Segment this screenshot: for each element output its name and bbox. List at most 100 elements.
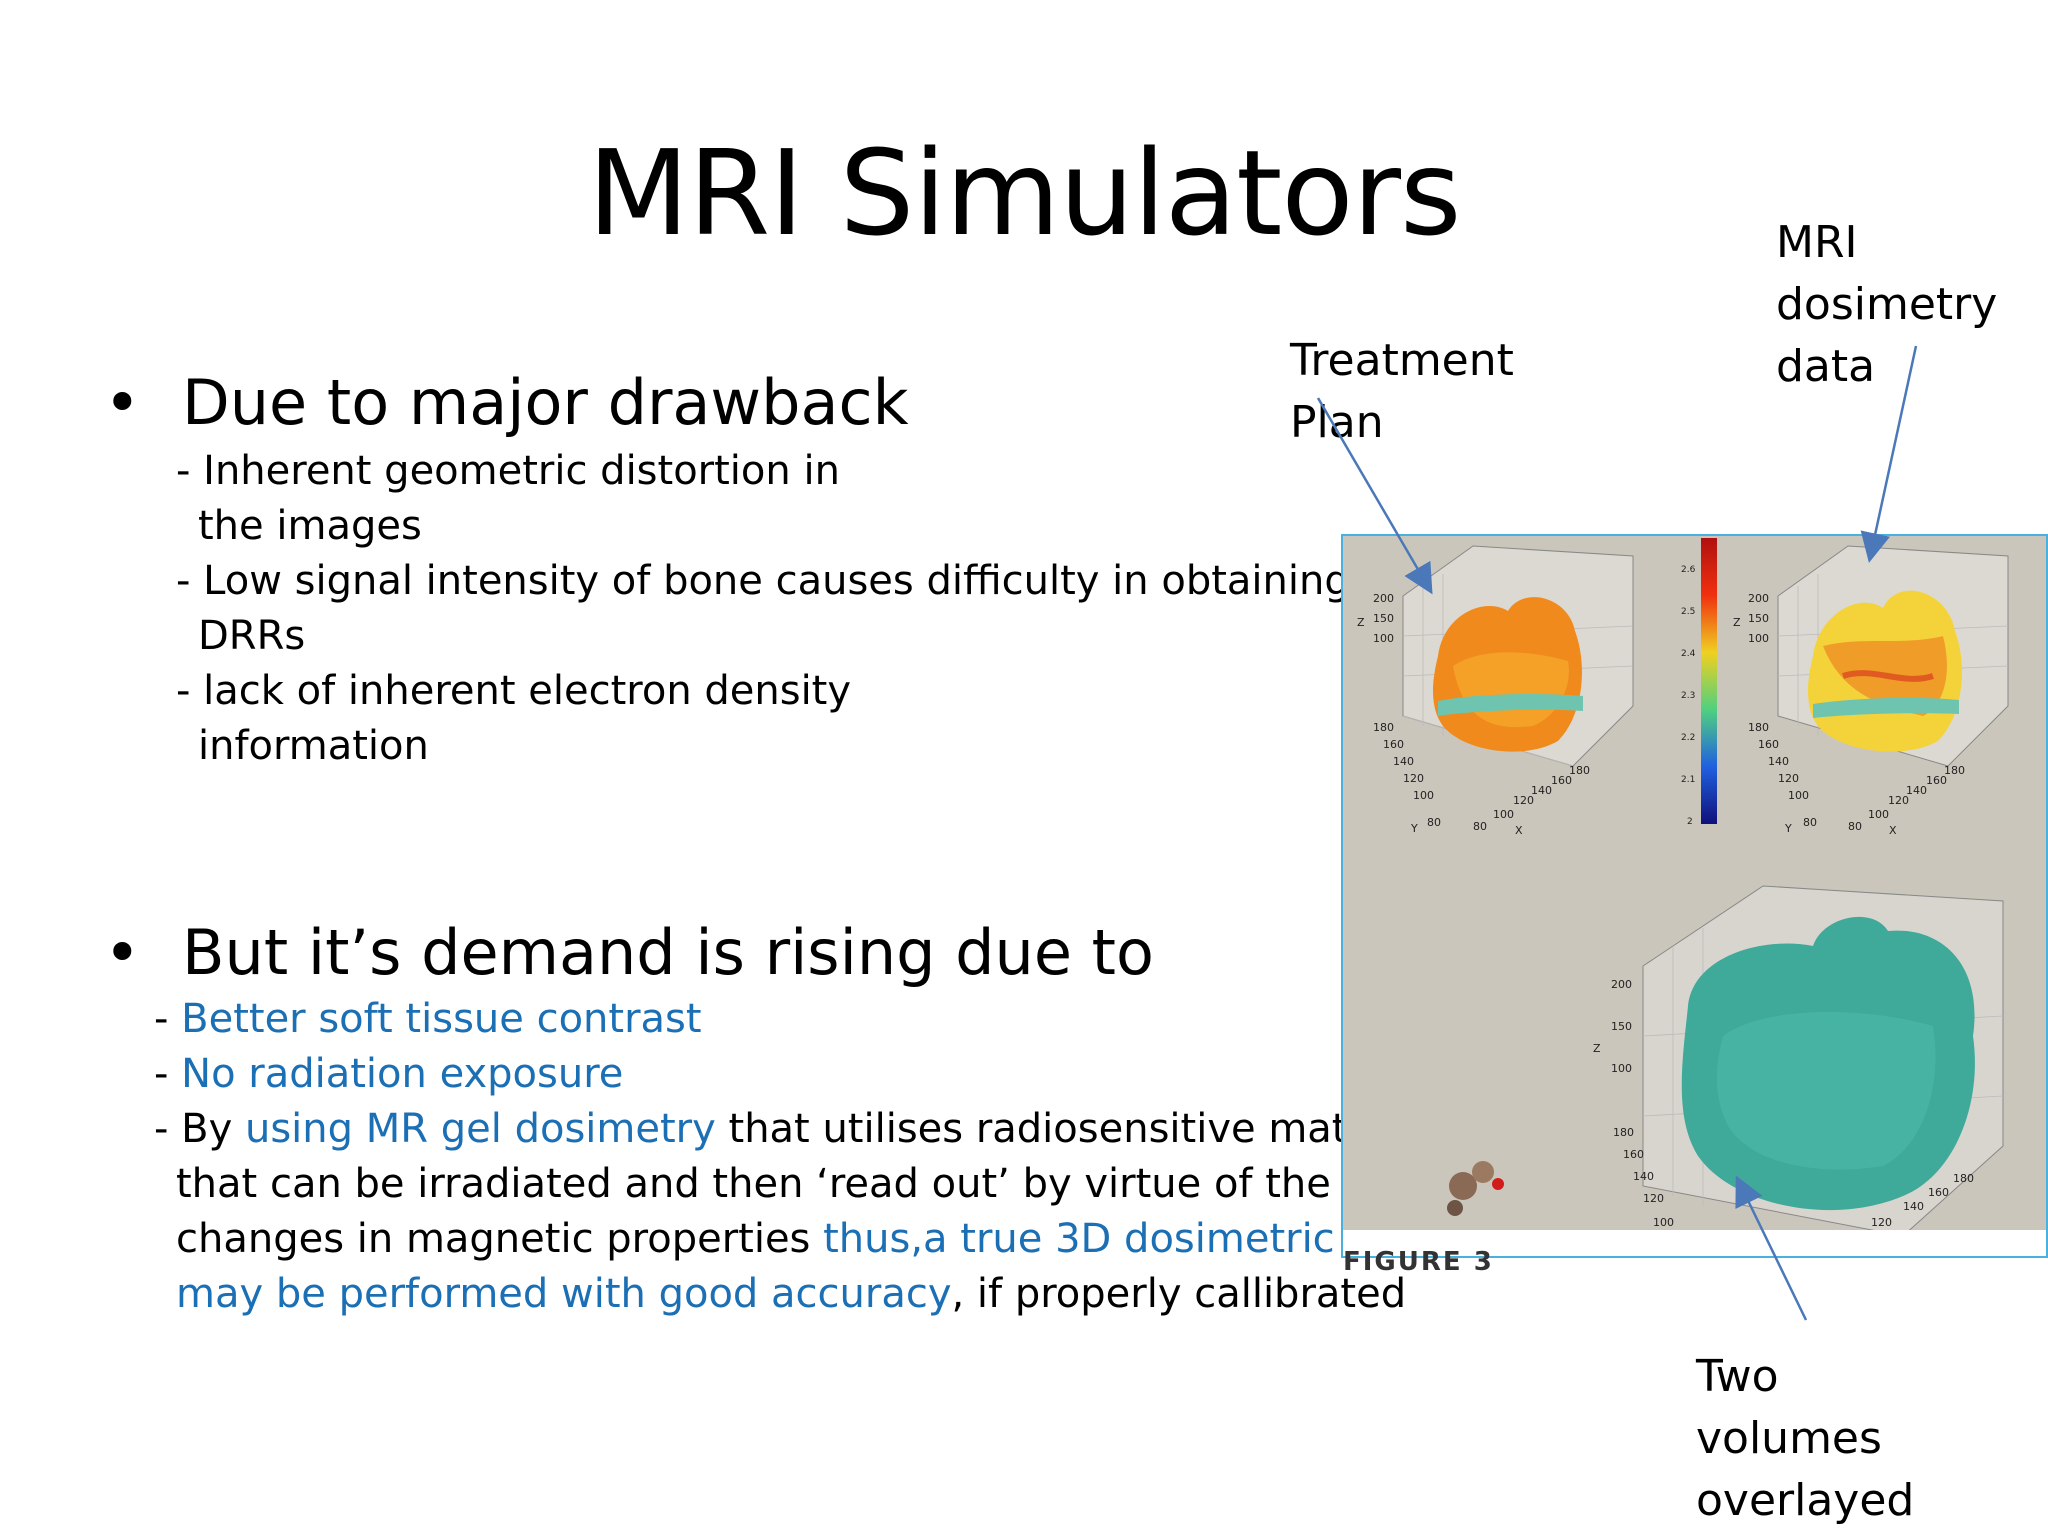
y-tick: 160 bbox=[1758, 738, 1779, 751]
z-tick: 200 bbox=[1748, 592, 1769, 605]
bullet-heading-drawbacks: Due to major drawback bbox=[182, 366, 909, 439]
z-tick: 200 bbox=[1373, 592, 1394, 605]
advantage-line-5: changes in magnetic properties thus,a tr… bbox=[176, 1212, 1341, 1267]
y-tick: 180 bbox=[1613, 1126, 1634, 1139]
z-tick: 100 bbox=[1611, 1062, 1632, 1075]
x-tick: 120 bbox=[1513, 794, 1534, 807]
z-tick: 200 bbox=[1611, 978, 1632, 991]
dash: - bbox=[154, 1051, 182, 1097]
x-tick: 140 bbox=[1906, 784, 1927, 797]
colorbar-tick: 2.4 bbox=[1681, 649, 1696, 659]
callout-mri-line3: data bbox=[1776, 341, 1876, 392]
callout-mri-line1: MRI bbox=[1776, 217, 1858, 268]
z-tick: 150 bbox=[1373, 612, 1394, 625]
z-tick: 100 bbox=[1373, 632, 1394, 645]
bullet-dot: • bbox=[104, 916, 141, 989]
z-axis-label: Z bbox=[1593, 1042, 1601, 1055]
z-tick: 150 bbox=[1748, 612, 1769, 625]
y-tick: 100 bbox=[1413, 789, 1434, 802]
callout-two-volumes-line1: Two bbox=[1696, 1351, 1779, 1402]
y-tick: 180 bbox=[1748, 721, 1769, 734]
colorbar: 2.6 2.5 2.4 2.3 2.2 2.1 2 bbox=[1681, 538, 1717, 827]
x-tick: 100 bbox=[1493, 808, 1514, 821]
callout-mri-line2: dosimetry bbox=[1776, 279, 1998, 330]
y-tick: 100 bbox=[1788, 789, 1809, 802]
x-axis-label: X bbox=[1515, 824, 1523, 837]
x-axis-label: X bbox=[1889, 824, 1897, 837]
y-tick: 140 bbox=[1768, 755, 1789, 768]
drawback-line: the images bbox=[198, 503, 422, 549]
x-tick: 140 bbox=[1531, 784, 1552, 797]
y-tick: 80 bbox=[1427, 816, 1441, 829]
mri-dosimetry-plot: 200 150 100 Z 180 160 140 120 100 80 Y 8… bbox=[1733, 545, 2009, 837]
y-tick: 120 bbox=[1643, 1192, 1664, 1205]
y-tick: 160 bbox=[1623, 1148, 1644, 1161]
x-tick: 180 bbox=[1569, 764, 1590, 777]
advantage-line-6: may be performed with good accuracy, if … bbox=[176, 1267, 1406, 1322]
molecule-icon bbox=[1447, 1161, 1504, 1216]
y-axis-label: Y bbox=[1410, 822, 1418, 835]
drawback-line: - Inherent geometric distortion in bbox=[176, 448, 840, 494]
slide-title: MRI Simulators bbox=[587, 124, 1461, 262]
z-tick: 100 bbox=[1748, 632, 1769, 645]
drawback-line: information bbox=[198, 723, 429, 769]
y-tick: 80 bbox=[1803, 816, 1817, 829]
good-accuracy: may be performed with good accuracy bbox=[176, 1271, 952, 1317]
text-run: - By bbox=[154, 1106, 245, 1152]
advantage-line-4: that can be irradiated and then ‘read ou… bbox=[176, 1161, 1331, 1207]
x-tick: 160 bbox=[1926, 774, 1947, 787]
drawback-line: - Low signal intensity of bone causes di… bbox=[176, 558, 1350, 604]
z-tick: 150 bbox=[1611, 1020, 1632, 1033]
bullet-heading-demand: But it’s demand is rising due to bbox=[182, 916, 1154, 989]
x-tick: 180 bbox=[1944, 764, 1965, 777]
x-tick: 160 bbox=[1551, 774, 1572, 787]
y-tick: 120 bbox=[1778, 772, 1799, 785]
colorbar-tick: 2 bbox=[1687, 817, 1693, 827]
x-tick: 160 bbox=[1928, 1186, 1949, 1199]
x-tick: 120 bbox=[1871, 1216, 1892, 1229]
figure-caption-fragment: FIGURE 3 bbox=[1343, 1247, 1494, 1277]
y-tick: 140 bbox=[1633, 1170, 1654, 1183]
dash: - bbox=[154, 996, 182, 1042]
x-tick: 180 bbox=[1953, 1172, 1974, 1185]
text-run: that utilises radiosensitive material bbox=[715, 1106, 1436, 1152]
z-axis-label: Z bbox=[1357, 616, 1365, 629]
callout-treatment-plan-line1: Treatment bbox=[1290, 335, 1514, 386]
figure-illustration: 200 150 100 Z 180 160 140 120 100 80 Y 8… bbox=[1357, 538, 2009, 1237]
z-axis-label: Z bbox=[1733, 616, 1741, 629]
x-tick: 80 bbox=[1848, 820, 1862, 833]
mr-gel-dosimetry: using MR gel dosimetry bbox=[244, 1106, 716, 1152]
colorbar-tick: 2.5 bbox=[1681, 607, 1695, 617]
y-tick: 120 bbox=[1403, 772, 1424, 785]
callout-two-volumes-line3: overlayed bbox=[1696, 1475, 1915, 1526]
advantage-line-2: - No radiation exposure bbox=[154, 1047, 623, 1102]
advantage-no-radiation: No radiation exposure bbox=[181, 1051, 624, 1097]
y-tick: 100 bbox=[1653, 1216, 1674, 1229]
x-tick: 120 bbox=[1888, 794, 1909, 807]
bullet-dot: • bbox=[104, 366, 141, 439]
callout-two-volumes-line2: volumes bbox=[1696, 1413, 1882, 1464]
colorbar-tick: 2.2 bbox=[1681, 733, 1695, 743]
figure-bottom-strip bbox=[1343, 1230, 2046, 1256]
y-tick: 160 bbox=[1383, 738, 1404, 751]
x-tick: 80 bbox=[1473, 820, 1487, 833]
arrow-mri-dosimetry bbox=[1860, 345, 1918, 563]
text-run: , if properly callibrated bbox=[951, 1271, 1407, 1317]
dosimetry-figure: 200 150 100 Z 180 160 140 120 100 80 Y 8… bbox=[1341, 534, 2048, 1258]
colorbar-tick: 2.3 bbox=[1681, 691, 1695, 701]
advantage-line-1: - Better soft tissue contrast bbox=[154, 992, 702, 1047]
y-axis-label: Y bbox=[1784, 822, 1792, 835]
treatment-plan-plot: 200 150 100 Z 180 160 140 120 100 80 Y 8… bbox=[1357, 545, 1634, 837]
x-tick: 100 bbox=[1868, 808, 1889, 821]
x-tick: 140 bbox=[1903, 1200, 1924, 1213]
y-tick: 140 bbox=[1393, 755, 1414, 768]
colorbar-tick: 2.1 bbox=[1681, 775, 1695, 785]
drawback-line: - lack of inherent electron density bbox=[176, 668, 852, 714]
advantage-soft-tissue: Better soft tissue contrast bbox=[181, 996, 702, 1042]
y-tick: 180 bbox=[1373, 721, 1394, 734]
overlay-volume-plot: 200 150 100 Z 180 160 140 120 100 120 14… bbox=[1593, 885, 2004, 1237]
advantage-line-3: - By using MR gel dosimetry that utilise… bbox=[154, 1102, 1435, 1157]
colorbar-tick: 2.6 bbox=[1681, 565, 1696, 575]
drawback-line: DRRs bbox=[198, 613, 306, 659]
true-3d-analysis: thus,a true 3D dosimetric analy bbox=[823, 1216, 1341, 1262]
